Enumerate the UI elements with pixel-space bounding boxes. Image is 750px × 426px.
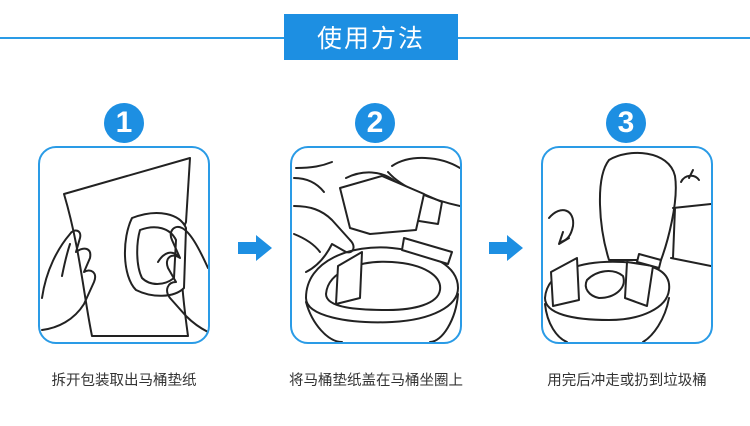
step-3-illustration: [541, 146, 713, 344]
step-3-badge: 3: [606, 103, 646, 143]
unfold-paper-icon: [41, 157, 208, 337]
header-rule-left: [0, 37, 284, 39]
flush-toilet-icon: [544, 151, 711, 342]
step-1-illustration: [38, 146, 210, 344]
arrow-right-icon: [489, 235, 523, 261]
step-1-caption: 拆开包装取出马桶垫纸: [51, 373, 197, 389]
header-rule-right: [458, 37, 750, 39]
step-2-illustration: [290, 146, 462, 344]
place-cover-icon: [293, 156, 460, 342]
arrow-right-icon: [238, 235, 272, 261]
step-2-badge: 2: [355, 103, 395, 143]
step-3-caption: 用完后冲走或扔到垃圾桶: [547, 373, 707, 389]
step-2-caption: 将马桶垫纸盖在马桶坐圈上: [289, 373, 463, 389]
step-1-badge: 1: [104, 103, 144, 143]
page-title: 使用方法: [284, 14, 458, 60]
